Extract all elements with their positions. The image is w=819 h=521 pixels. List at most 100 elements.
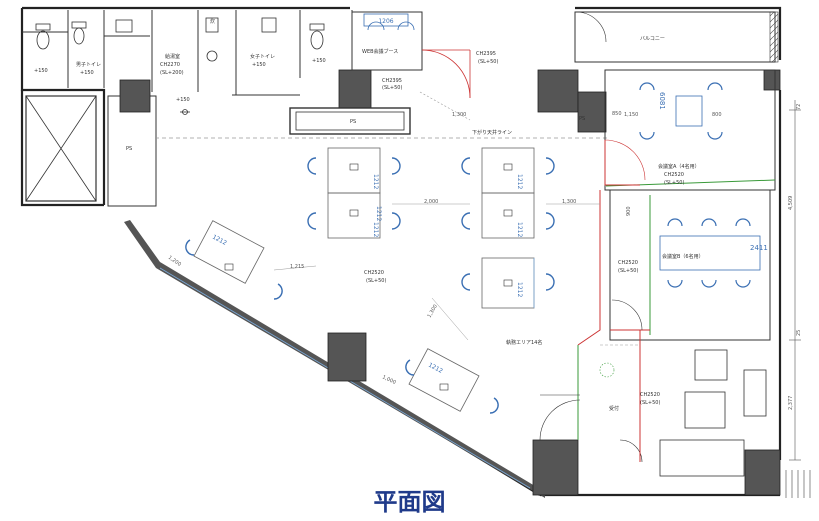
reception-sl: (SL+50) — [640, 400, 660, 406]
toilet-left-level: +150 — [34, 68, 48, 74]
ps-left: PS — [107, 95, 157, 207]
web-booth-label: WEB会議ブース — [362, 48, 398, 55]
reception-table — [684, 391, 726, 429]
meeting-b-label: 会議室B（6名用） — [662, 253, 704, 260]
office-chairs — [185, 157, 555, 414]
balcony: バルコニー — [574, 11, 779, 63]
dim-1300-diag: 1,300 — [427, 304, 439, 319]
chair-icon — [273, 283, 283, 300]
web-booth: 1206 WEB会議ブース CH2395 (SL+50) — [351, 11, 423, 91]
ps-center: PS — [289, 107, 411, 135]
right-dim-strip — [789, 100, 801, 461]
web-booth-number: 1206 — [378, 18, 393, 25]
dim-2000: 2,000 — [424, 199, 438, 205]
desk-label: 1212 — [516, 222, 523, 237]
dim-25: 25 — [796, 330, 802, 336]
column-6 — [744, 449, 781, 496]
chair-icon — [307, 157, 317, 175]
meeting-room-b: 2411 会議室B（6名用） CH2520 (SL+50) 900 — [609, 189, 771, 341]
ceiling-line-label: 下がり天井ライン — [472, 129, 512, 136]
meeting-chairs — [639, 82, 751, 288]
ps-left-label: PS — [126, 146, 132, 152]
dim-850: 850 — [612, 111, 622, 117]
reception-chair-side — [743, 369, 767, 417]
dim-1300-mid: 1,300 — [562, 199, 576, 205]
reception: 受付 CH2520 (SL+50) — [599, 349, 767, 477]
dim-1300-top: 1,300 — [452, 112, 466, 118]
office-desks — [193, 147, 535, 412]
pantry-mark: 炊 — [210, 18, 215, 25]
ps-center-label: PS — [350, 119, 356, 125]
right-sl: (SL+50) — [618, 268, 638, 274]
dim-1150: 1,150 — [624, 112, 638, 118]
chair-icon — [307, 212, 317, 230]
office-ch: CH2520 — [364, 270, 384, 276]
chair-icon — [405, 359, 415, 376]
shaft — [25, 95, 97, 202]
reception-chair — [694, 349, 728, 381]
right-ch: CH2520 — [618, 260, 638, 266]
reception-sofa — [659, 439, 745, 477]
office-dimensions — [273, 203, 600, 341]
dim-800: 800 — [712, 112, 722, 118]
womens-toilet-right-level: +150 — [312, 58, 326, 64]
dim-900: 900 — [626, 206, 632, 216]
meeting-a-desk-no: 6081 — [658, 92, 666, 110]
ps-right-label: PS — [579, 116, 585, 122]
mens-toilet-level: +150 — [80, 70, 94, 76]
chair-icon — [391, 212, 401, 230]
reception-ch: CH2520 — [640, 392, 660, 398]
column-1 — [119, 79, 151, 113]
meeting-room-a: 6081 会議室A（4名用） CH2520 (SL+50) 1,150 800 — [604, 69, 776, 191]
stair-hatch — [785, 470, 811, 498]
meeting-a-ch: CH2520 — [664, 172, 684, 178]
toilet-fixtures — [35, 17, 325, 62]
womens-toilet-level: +150 — [252, 62, 266, 68]
web-booth-sl: (SL+50) — [382, 85, 402, 91]
column-8 — [763, 69, 781, 91]
storage-ch: CH2270 — [160, 62, 180, 68]
reception-label: 受付 — [609, 405, 619, 412]
plan-caption: 平面図 — [373, 488, 446, 516]
column-3 — [537, 69, 579, 113]
desk-label: 1212 — [427, 362, 444, 375]
womens-toilet-label: 女子トイレ — [250, 53, 275, 60]
storage-sl: (SL+200) — [160, 70, 184, 76]
meeting-a-table — [675, 95, 703, 127]
valve-mark — [180, 109, 190, 115]
upper-door — [421, 49, 471, 99]
column-2 — [338, 69, 372, 109]
upper-sl: (SL+50) — [478, 59, 498, 65]
booth-chair-icon — [367, 21, 385, 31]
chair-icon — [489, 397, 499, 414]
balcony-label: バルコニー — [640, 36, 665, 42]
desk-label: 1212 — [375, 206, 382, 221]
desk-label: 1212 — [211, 234, 228, 247]
meeting-b-desk-no: 2411 — [750, 244, 768, 252]
web-booth-ch: CH2395 — [382, 78, 402, 84]
office-sl: (SL+50) — [366, 278, 386, 284]
dim-1200: 1,200 — [167, 255, 182, 268]
dim-1215: 1,215 — [290, 264, 304, 270]
column-4 — [327, 332, 367, 382]
desk-label: 1212 — [516, 174, 523, 189]
dim-1000: 1,000 — [381, 374, 397, 385]
meeting-a-sl: (SL+50) — [664, 180, 684, 186]
storage-label: 給湯室 — [165, 53, 180, 60]
chair-icon — [461, 157, 471, 175]
storage-level: +150 — [176, 97, 190, 103]
chair-icon — [461, 212, 471, 230]
chair-icon — [391, 157, 401, 175]
desk-label: 1212 — [372, 174, 379, 189]
chair-icon — [545, 273, 555, 291]
dim-4509: 4,509 — [788, 196, 794, 210]
chair-icon — [461, 273, 471, 291]
column-7 — [577, 91, 607, 133]
chair-icon — [185, 239, 195, 256]
desk-label: 1212 — [372, 222, 379, 237]
office-area: 執務エリア14名 — [506, 339, 542, 346]
upper-ch: CH2395 — [476, 51, 496, 57]
columns — [119, 69, 781, 496]
booth-chair-icon — [397, 21, 415, 31]
